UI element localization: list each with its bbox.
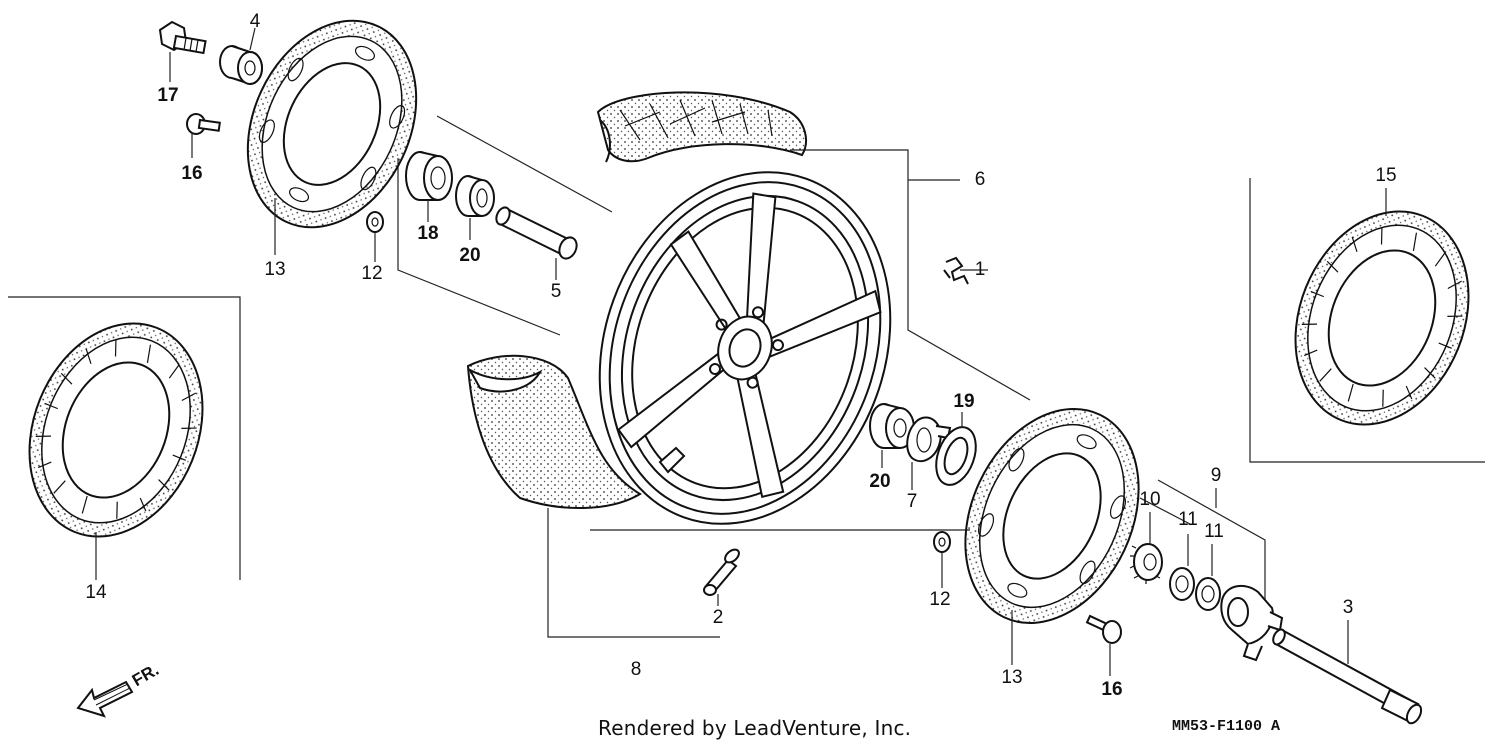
radial-bearing-icon xyxy=(405,151,453,201)
callout-19: 19 xyxy=(953,391,974,412)
gear-icon xyxy=(1129,543,1163,584)
brake-disc-icon xyxy=(1294,210,1470,426)
front-axle-icon xyxy=(1272,628,1423,725)
callout-17: 17 xyxy=(157,85,178,106)
callout-7: 7 xyxy=(907,491,918,512)
small-bolt-icon xyxy=(1085,614,1122,644)
oil-seal-icon xyxy=(1195,577,1221,611)
callout-1: 1 xyxy=(975,259,986,280)
callout-8: 8 xyxy=(631,659,642,680)
dust-seal-icon xyxy=(935,426,977,486)
direction-label: FR. xyxy=(129,660,162,690)
callout-6: 6 xyxy=(975,169,986,190)
callout-13: 13 xyxy=(264,259,285,280)
callout-5: 5 xyxy=(551,281,562,302)
callout-9: 9 xyxy=(1211,465,1222,486)
callout-11: 11 xyxy=(1178,509,1198,530)
callout-4: 4 xyxy=(250,11,261,32)
brake-disc-icon xyxy=(964,408,1140,624)
brake-disc-icon xyxy=(246,19,418,229)
callout-16: 16 xyxy=(1101,679,1122,700)
callout-18: 18 xyxy=(417,223,438,244)
footer-credit: Rendered by LeadVenture, Inc. xyxy=(598,716,912,740)
callout-2: 2 xyxy=(713,607,724,628)
tire-icon xyxy=(466,354,642,509)
callout-20: 20 xyxy=(459,245,480,266)
callout-13: 13 xyxy=(1001,667,1022,688)
callout-12: 12 xyxy=(929,589,950,610)
diagram-code: MM53-F1100 A xyxy=(1172,718,1281,735)
callout-10: 10 xyxy=(1139,489,1160,510)
frame-lines xyxy=(8,178,1485,580)
callout-20: 20 xyxy=(869,471,890,492)
callout-14: 14 xyxy=(85,582,107,603)
oil-seal-icon xyxy=(1169,567,1195,601)
tire-valve-icon xyxy=(703,548,740,596)
front-direction-arrow-icon xyxy=(76,680,134,718)
callout-12: 12 xyxy=(361,263,382,284)
brake-disc-icon xyxy=(28,322,204,538)
tire-icon xyxy=(596,91,807,163)
callout-3: 3 xyxy=(1343,597,1354,618)
washer-icon xyxy=(366,211,384,233)
small-bolt-icon xyxy=(186,113,221,135)
radial-bearing-icon xyxy=(455,175,495,217)
leader-lines xyxy=(397,115,1266,638)
washer-icon xyxy=(933,531,951,553)
axle-spacer-icon xyxy=(495,206,578,260)
cast-wheel-icon xyxy=(598,171,892,525)
distance-collar-icon xyxy=(219,45,263,86)
flange-bolt-icon xyxy=(158,20,207,55)
callout-15: 15 xyxy=(1375,165,1396,186)
callout-11: 11 xyxy=(1204,521,1224,542)
callout-labels: 1 2 3 4 5 6 7 8 9 10 11 11 12 12 13 13 1… xyxy=(85,11,1396,700)
callout-16: 16 xyxy=(181,163,202,184)
speedometer-gearbox-icon xyxy=(1220,584,1284,662)
clip-icon xyxy=(943,256,969,285)
